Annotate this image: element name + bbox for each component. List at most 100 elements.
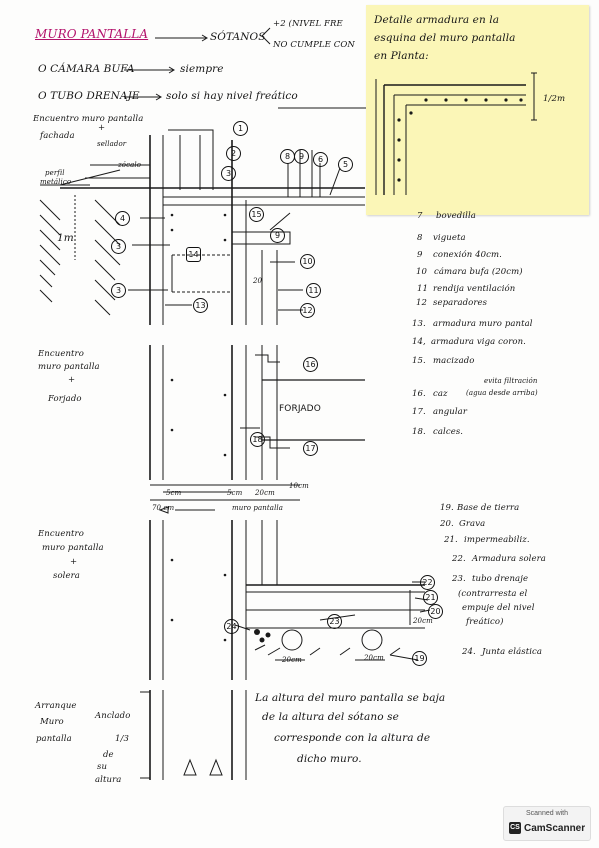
legend-23-note-a: (contrarresta el bbox=[458, 589, 528, 599]
encuentro-fachada-b: fachada bbox=[40, 131, 75, 141]
muro-pantalla-dim: muro pantalla bbox=[232, 504, 284, 512]
callout-3-top: 3 bbox=[221, 166, 236, 181]
dim-20cm-bottom-2: 20cm bbox=[364, 654, 384, 662]
forjado-label: FORJADO bbox=[279, 404, 321, 414]
camscanner-brand: CamScanner bbox=[524, 823, 586, 834]
legend-16-num: 16. bbox=[412, 389, 426, 399]
legend-18-num: 18. bbox=[412, 427, 426, 437]
su-label: su bbox=[97, 762, 108, 772]
anclado-label: Anclado bbox=[95, 711, 131, 721]
arranque-c: pantalla bbox=[36, 734, 72, 744]
legend-11-num: 11 bbox=[417, 284, 429, 294]
legend-19-num: 19. bbox=[440, 503, 454, 513]
legend-7-num: 7 bbox=[417, 211, 423, 221]
sticky-title-line1: Detalle armadura en la bbox=[374, 14, 500, 26]
encuentro-forjado-d: Forjado bbox=[48, 394, 82, 404]
legend-11-text: rendija ventilación bbox=[433, 284, 516, 294]
legend-20-text: Grava bbox=[459, 519, 486, 529]
page-title: MURO PANTALLA bbox=[35, 27, 149, 41]
scanned-with-text: Scanned with bbox=[525, 810, 569, 817]
note-line-1: La altura del muro pantalla se baja bbox=[255, 692, 446, 704]
callout-20: 20 bbox=[428, 604, 443, 619]
legend-10-text: cámara bufa (20cm) bbox=[434, 267, 523, 277]
callout-22: 22 bbox=[420, 575, 435, 590]
encuentro-forjado-a: Encuentro bbox=[38, 349, 84, 359]
legend-7-text: bovedilla bbox=[436, 211, 476, 221]
altura-label: altura bbox=[95, 775, 122, 785]
legend-17-num: 17. bbox=[412, 407, 426, 417]
legend-21-num: 21. bbox=[444, 535, 458, 545]
camara-bufa-label: O CÁMARA BUFA bbox=[38, 63, 135, 75]
callout-9: 9 bbox=[270, 228, 285, 243]
fraction-label: 1/3 bbox=[115, 734, 129, 744]
one-meter-label: 1m bbox=[57, 232, 74, 244]
legend-19-text: Base de tierra bbox=[457, 503, 520, 513]
sticky-title-line2: esquina del muro pantalla bbox=[374, 32, 516, 44]
callout-3-mid: 3 bbox=[111, 239, 126, 254]
legend-16-note-b: (agua desde arriba) bbox=[466, 389, 538, 397]
legend-15-num: 15. bbox=[412, 356, 426, 366]
perfil-label-a: perfil bbox=[45, 169, 65, 177]
dim-5cm-b: 5cm bbox=[227, 489, 243, 497]
sticky-title-line3: en Planta: bbox=[374, 50, 429, 62]
camscanner-watermark: Scanned with CS CamScanner bbox=[503, 806, 591, 841]
callout-1: 1 bbox=[233, 121, 248, 136]
nivel-freatico-label: +2 (NIVEL FRE bbox=[273, 19, 343, 29]
legend-23-note-c: freático) bbox=[466, 617, 504, 627]
sticky-note: Detalle armadura en la esquina del muro … bbox=[366, 5, 589, 215]
legend-16-note-a: evita filtración bbox=[484, 377, 538, 385]
callout-2: 2 bbox=[226, 146, 241, 161]
callout-13: 13 bbox=[193, 298, 208, 313]
dim-20cm-right: 20cm bbox=[413, 617, 433, 625]
legend-23-num: 23. bbox=[452, 574, 466, 584]
legend-23-note-b: empuje del nivel bbox=[462, 603, 535, 613]
legend-22-text: Armadura solera bbox=[472, 554, 546, 564]
plus-sign: + bbox=[98, 123, 106, 133]
perfil-label-b: metálico bbox=[40, 178, 72, 186]
arranque-a: Arranque bbox=[35, 701, 77, 711]
legend-14-text: armadura viga coron. bbox=[431, 337, 526, 347]
callout-21: 21 bbox=[423, 590, 438, 605]
note-line-2: de la altura del sótano se bbox=[262, 711, 399, 723]
legend-9-num: 9 bbox=[417, 250, 423, 260]
arranque-b: Muro bbox=[40, 717, 64, 727]
callout-24: 24 bbox=[224, 619, 239, 634]
callout-12: 12 bbox=[300, 303, 315, 318]
callout-23: 23 bbox=[327, 614, 342, 629]
legend-24-num: 24. bbox=[462, 647, 476, 657]
callout-8: 8 bbox=[280, 149, 295, 164]
legend-12-num: 12 bbox=[416, 298, 428, 308]
legend-16-text: caz bbox=[433, 389, 448, 399]
corner-rebar-sketch bbox=[375, 72, 537, 195]
legend-20-num: 20. bbox=[440, 519, 454, 529]
legend-22-num: 22. bbox=[452, 554, 466, 564]
callout-17: 17 bbox=[303, 441, 318, 456]
encuentro-forjado-b: muro pantalla bbox=[38, 362, 100, 372]
callout-3-low: 3 bbox=[111, 283, 126, 298]
legend-18-text: calces. bbox=[433, 427, 464, 437]
sellador-label: sellador bbox=[97, 140, 127, 148]
callout-11: 11 bbox=[306, 283, 321, 298]
sotanos-label: SÓTANOS bbox=[210, 31, 266, 43]
zocalo-label: zócalo bbox=[118, 161, 142, 169]
legend-9-text: conexión 40cm. bbox=[433, 250, 502, 260]
legend-10-num: 10 bbox=[416, 267, 428, 277]
camara-bufa-value: siempre bbox=[180, 63, 224, 75]
dim-5cm-a: 5cm bbox=[166, 489, 182, 497]
dim-20: 20 bbox=[253, 277, 263, 285]
encuentro-solera-b: muro pantalla bbox=[42, 543, 104, 553]
de-label: de bbox=[103, 750, 114, 760]
callout-15: 15 bbox=[249, 207, 264, 222]
legend-14-num: 14, bbox=[412, 337, 426, 347]
encuentro-solera-c: + bbox=[70, 557, 78, 567]
legend-23-text: tubo drenaje bbox=[472, 574, 529, 584]
tubo-drenaje-value: solo si hay nivel freático bbox=[166, 90, 298, 102]
no-cumple-label: NO CUMPLE CON bbox=[273, 40, 355, 50]
legend-8-text: vigueta bbox=[433, 233, 466, 243]
callout-14: 14 bbox=[186, 247, 201, 262]
legend-13-num: 13. bbox=[412, 319, 426, 329]
callout-19: 19 bbox=[412, 651, 427, 666]
legend-17-text: angular bbox=[433, 407, 468, 417]
callout-5: 5 bbox=[338, 157, 353, 172]
